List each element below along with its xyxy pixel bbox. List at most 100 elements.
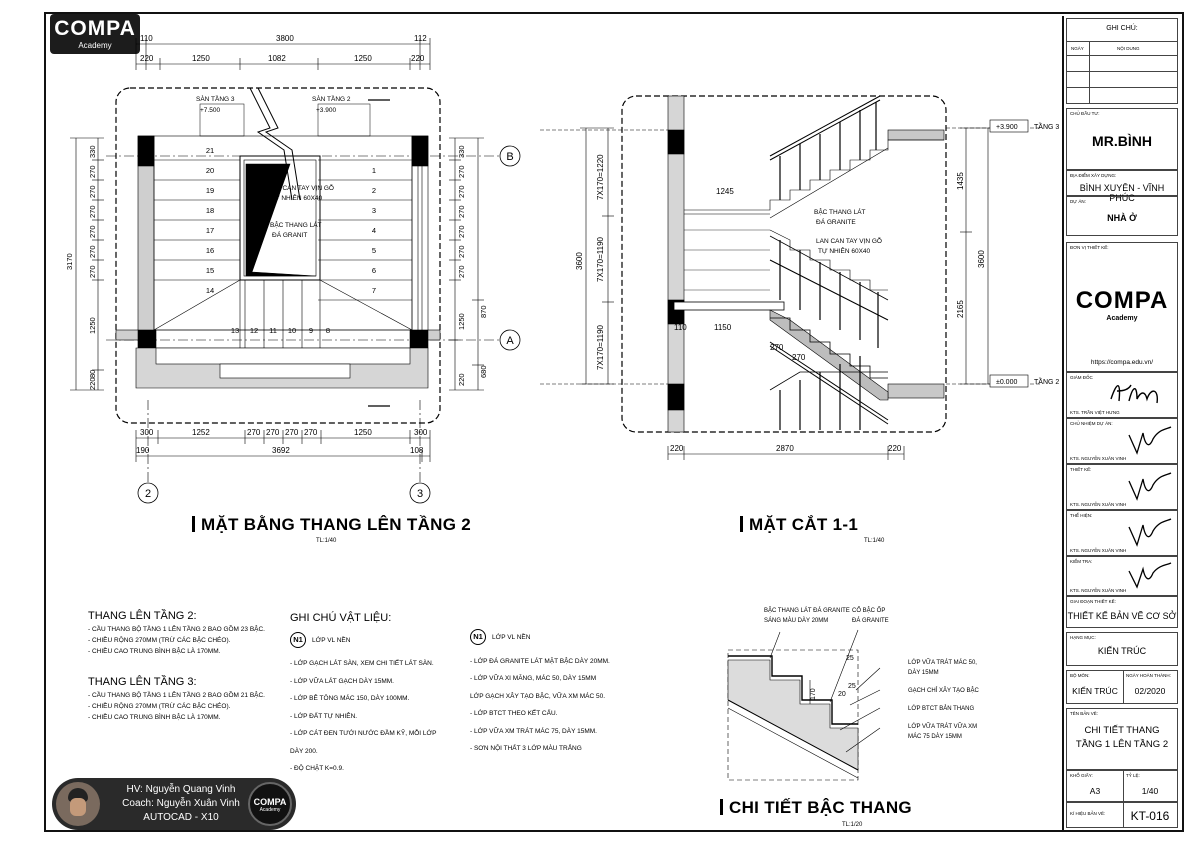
- plan-dim-top-2: 3800: [276, 34, 294, 43]
- section-dim-step: 270: [770, 343, 784, 352]
- section-level-bottom: ±0.000: [996, 379, 1017, 386]
- axis-bubble-a: A: [506, 335, 514, 347]
- detail-note-right: LỚP VỮA TRÁT MÁC 50,: [908, 659, 977, 666]
- tb-checker-label: KIỂM TRA:: [1070, 559, 1093, 564]
- section-dim-step: 270: [792, 353, 806, 362]
- plan-dim-bot-10: 3692: [272, 446, 290, 455]
- section-dim-right-total: 3600: [977, 250, 986, 268]
- tb-discipline-label: BỘ MÔN:: [1070, 673, 1090, 678]
- plan-step-number: 4: [372, 226, 376, 235]
- tb-owner: MR.BÌNH: [1092, 133, 1152, 149]
- notes-line: - CHIỀU RỘNG 270MM (TRỪ CÁC BẬC CHÉO).: [88, 637, 231, 644]
- plan-step-number: 13: [231, 326, 239, 335]
- axis-bubble-2: 2: [145, 488, 151, 500]
- tb-category-cell: HẠNG MỤC: KIẾN TRÚC: [1066, 632, 1178, 666]
- plan-step-number: 1: [372, 166, 376, 175]
- plan-step-number: 10: [288, 326, 296, 335]
- plan-floor3-label: SÀN TẦNG 3: [196, 93, 235, 103]
- tb-drawing-name-label: TÊN BẢN VẼ:: [1070, 711, 1099, 716]
- notes-line: - CẦU THANG BỘ TẦNG 1 LÊN TẦNG 2 BAO GỒM…: [88, 626, 265, 633]
- axis-bubble-3: 3: [417, 488, 423, 500]
- tb-designer-label: ĐƠN VỊ THIẾT KẾ:: [1070, 245, 1109, 250]
- plan-step-number: 11: [269, 326, 277, 335]
- tb-checker: KTS. NGUYỄN XUÂN VINH: [1070, 588, 1127, 593]
- plan-left-dim-4: 270: [88, 205, 97, 218]
- material-line: - LỚP VỮA LÁT GẠCH DÀY 15MM.: [290, 677, 394, 685]
- plan-right-dim-4: 270: [457, 205, 466, 218]
- material-label: LỚP VL NỀN: [312, 636, 351, 644]
- plan-dim-bot-5: 270: [285, 428, 299, 437]
- material-line: LỚP GẠCH XÂY TẠO BẬC, VỮA XM MÁC 50.: [470, 692, 606, 700]
- section-dim-bottom: 220: [888, 444, 902, 453]
- tb-drawing-name-1: CHI TIẾT THANG: [1084, 725, 1160, 736]
- detail-note-top2: CỔ BẬC ỐP: [852, 607, 885, 614]
- plan-right-dim-6: 270: [457, 245, 466, 258]
- tb-code-cell: KÍ HIỆU BẢN VẼ: KT-016: [1066, 802, 1178, 828]
- plan-dim-bot-8: 300: [414, 428, 428, 437]
- plan-left-dim-1: 330: [88, 145, 97, 158]
- tb-category: KIẾN TRÚC: [1097, 646, 1147, 656]
- tb-date-header: NGÀY: [1071, 46, 1084, 51]
- section-dim-right-lower: 2165: [956, 300, 965, 318]
- detail-note-right: GẠCH CHỈ XÂY TẠO BẬC: [908, 687, 979, 694]
- tb-director-label: GIÁM ĐỐC: [1070, 375, 1093, 380]
- material-line: - LỚP VỮA XI MĂNG, MÁC 50, DÀY 15MM: [470, 675, 597, 682]
- tb-content-header: NỘI DUNG: [1117, 46, 1140, 51]
- material-line: - LỚP ĐẤT TỰ NHIÊN.: [290, 712, 358, 720]
- tb-stage: THIẾT KẾ BẢN VẼ CƠ SỞ: [1067, 611, 1177, 621]
- notes-line: - CHIỀU RỘNG 270MM (TRỪ CÁC BẬC CHÉO).: [88, 703, 231, 710]
- tb-director: KTS. TRẦN VIỆT HƯNG: [1070, 410, 1120, 415]
- plan-dim-bot-9: 190: [136, 446, 150, 455]
- tb-pm-cell: CHỦ NHIỆM DỰ ÁN: KTS. NGUYỄN XUÂN VINH: [1066, 418, 1178, 464]
- tb-project: NHÀ Ở: [1107, 213, 1137, 223]
- detail-note-top2: ĐÁ GRANITE: [852, 617, 889, 624]
- plan-right-flight: [318, 159, 412, 301]
- plan-dim-bot-4: 270: [266, 428, 280, 437]
- plan-step-number: 16: [206, 246, 214, 255]
- plan-left-total: 3170: [65, 253, 74, 270]
- material-line: - SƠN NỘI THẤT 3 LỚP MÀU TRẮNG: [470, 745, 582, 752]
- tb-scale-label: TỶ LỆ:: [1126, 773, 1140, 778]
- plan-left-dim-3: 270: [88, 185, 97, 198]
- section-dim-wall: 110: [674, 323, 687, 332]
- material-line: - LỚP BTCT THEO KẾT CẤU.: [470, 710, 558, 717]
- tb-director-cell: GIÁM ĐỐC KTS. TRẦN VIỆT HƯNG: [1066, 372, 1178, 418]
- material-label: LỚP VL NỀN: [492, 634, 531, 641]
- plan-right-dim-9: 1250: [457, 313, 466, 330]
- plan-dim-bot-7: 1250: [354, 428, 372, 437]
- plan-right-dim-8: 870: [479, 305, 488, 318]
- tb-stage-cell: GIAI ĐOẠN THIẾT KẾ: THIẾT KẾ BẢN VẼ CƠ S…: [1066, 596, 1178, 628]
- plan-floor2-label: SÀN TẦNG 2: [312, 93, 351, 103]
- section-upper-balusters: [779, 102, 877, 200]
- section-lower-balusters: [779, 356, 861, 430]
- tb-drawing-name-cell: TÊN BẢN VẼ: CHI TIẾT THANG TẦNG 1 LÊN TẦ…: [1066, 708, 1178, 770]
- notes-floor3-title: THANG LÊN TẦNG 3:: [88, 676, 197, 688]
- plan-step-number: 7: [372, 286, 376, 295]
- notes-line: - CHIỀU CAO TRUNG BÌNH BẬC LÀ 170MM.: [88, 648, 221, 655]
- tb-paper-cell: KHỔ GIẤY: A3 TỶ LỆ: 1/40: [1066, 770, 1178, 802]
- section-dim-upper: 7X170=1220: [596, 154, 605, 200]
- plan-left-dim-10: 220: [88, 377, 97, 390]
- plan-railing-note: TỰ NHIÊN 60X40: [270, 193, 323, 202]
- plan-right-dim-3: 270: [457, 185, 466, 198]
- plan-dim-top-7: 1250: [354, 54, 372, 63]
- section-title: MẶT CẮT 1-1: [740, 515, 858, 535]
- tb-code: KT-016: [1130, 809, 1170, 823]
- material-line: - ĐỘ CHẶT K=0.9.: [290, 765, 344, 772]
- plan-railing-note: LAN CAN TAY VỊN GỖ: [268, 183, 334, 192]
- section-dim-landing-lower: 1150: [714, 323, 732, 332]
- detail-dim: 20: [838, 691, 846, 698]
- stair-notes-floor2: THANG LÊN TẦNG 2: - CẦU THANG BỘ TẦNG 1 …: [88, 610, 265, 657]
- tb-notes-title: GHI CHÚ:: [1106, 25, 1138, 32]
- student-coach: Coach: Nguyễn Xuân Vinh: [122, 798, 240, 809]
- plan-bottom-flight: [153, 279, 413, 348]
- tb-design-label: THIẾT KẾ:: [1070, 467, 1092, 472]
- stair-plan-drawing: 110 3800 112 220 1250 1082 1250 220 300 …: [65, 34, 521, 504]
- tb-pm-signature: [1128, 426, 1172, 455]
- plan-dim-top-5: 1250: [192, 54, 210, 63]
- stair-section-drawing: 7X170=1220 7X170=1190 7X170=1190 3600 36…: [540, 95, 1059, 460]
- detail-note-right: MÁC 75 DÀY 15MM: [908, 733, 962, 740]
- plan-step-number: 8: [326, 326, 330, 335]
- plan-left-dim-6: 270: [88, 245, 97, 258]
